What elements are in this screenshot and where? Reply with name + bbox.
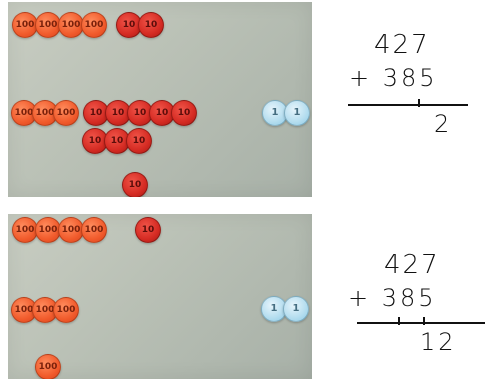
addend-line-1: 427 bbox=[384, 250, 440, 280]
hundred-disk: 100 bbox=[53, 100, 79, 126]
carry-mark bbox=[423, 317, 425, 325]
ten-disk: 10 bbox=[149, 100, 175, 126]
hundred-disk: 100 bbox=[58, 217, 84, 243]
worksheet-bottom: 427 + 385 12 bbox=[340, 250, 488, 360]
ten-disk: 10 bbox=[105, 100, 131, 126]
photo-panel-bottom: 100 100 100 100 10 100 100 100 1 1 100 bbox=[8, 214, 312, 379]
ten-disk: 10 bbox=[171, 100, 197, 126]
hundred-disk: 100 bbox=[53, 297, 79, 323]
sum-line bbox=[357, 322, 485, 324]
one-disk: 1 bbox=[283, 296, 309, 322]
addend-line-2: + 385 bbox=[349, 64, 438, 92]
hundred-disk: 100 bbox=[81, 217, 107, 243]
hundred-disk: 100 bbox=[81, 12, 107, 38]
ten-disk: 10 bbox=[83, 100, 109, 126]
worksheet-top: 427 + 385 2 bbox=[340, 30, 480, 150]
ten-disk: 10 bbox=[104, 128, 130, 154]
ten-disk: 10 bbox=[135, 217, 161, 243]
carry-mark bbox=[418, 99, 420, 107]
hundred-disk: 100 bbox=[32, 100, 58, 126]
hundred-disk: 100 bbox=[35, 354, 61, 379]
sum-line bbox=[348, 104, 468, 106]
ten-disk: 10 bbox=[126, 128, 152, 154]
hundred-disk: 100 bbox=[12, 12, 38, 38]
hundred-disk: 100 bbox=[35, 12, 61, 38]
result-digits: 2 bbox=[434, 110, 453, 138]
photo-panel-top: 100 100 100 100 10 10 100 100 100 10 10 … bbox=[8, 2, 312, 197]
result-digits: 12 bbox=[420, 328, 457, 356]
carry-mark bbox=[398, 317, 400, 325]
addend-line-2: + 385 bbox=[348, 284, 437, 312]
ten-disk: 10 bbox=[82, 128, 108, 154]
one-disk: 1 bbox=[262, 100, 288, 126]
addend-line-1: 427 bbox=[374, 30, 430, 60]
ten-disk: 10 bbox=[122, 172, 148, 197]
one-disk: 1 bbox=[284, 100, 310, 126]
ten-disk: 10 bbox=[138, 12, 164, 38]
